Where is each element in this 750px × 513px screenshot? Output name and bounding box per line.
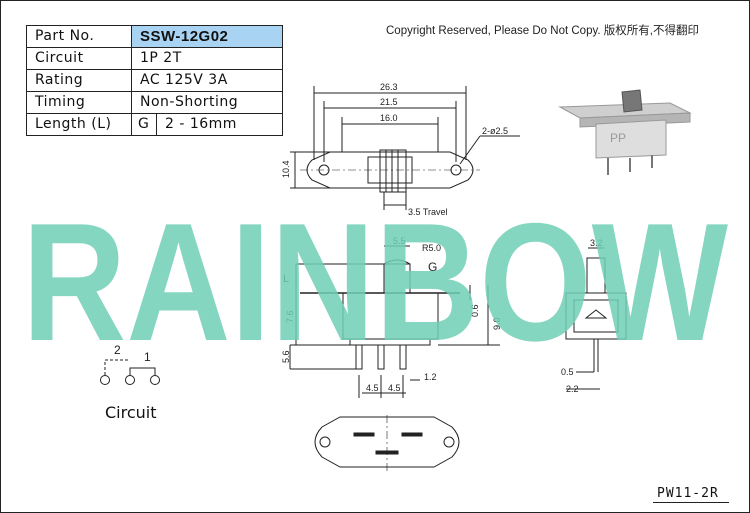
copyright-notice: Copyright Reserved, Please Do Not Copy. …	[386, 25, 699, 37]
pin-left	[355, 344, 363, 370]
dim-2-2: 2.2	[566, 384, 579, 394]
rating-label: Rating	[26, 69, 132, 92]
side-view-base	[349, 338, 431, 346]
bottom-slot-left	[353, 432, 375, 437]
pin-middle	[377, 344, 385, 370]
dim-body: 16.0	[380, 113, 398, 123]
dim-overall: 26.3	[380, 82, 398, 92]
spec-row-length: Length (L) G 2 - 16mm	[26, 113, 283, 136]
spec-row-circuit: Circuit 1P 2T	[26, 47, 283, 70]
dim-holes: 21.5	[380, 97, 398, 107]
dim-hole-dia: 2-ø2.5	[482, 126, 508, 136]
dim-knob: 5.5	[393, 236, 406, 246]
circuit-pin-b	[125, 375, 135, 385]
dim-1-2: 1.2	[424, 372, 437, 382]
dim-0-6: 0.6	[470, 304, 480, 317]
bottom-view	[314, 415, 460, 472]
pin-right	[399, 344, 407, 370]
spec-row-rating: Rating AC 125V 3A	[26, 69, 283, 92]
model-code-underline	[653, 502, 729, 503]
bottom-slot-right	[401, 432, 423, 437]
label-l: L	[283, 273, 289, 285]
end-view-actuator	[586, 257, 606, 294]
product-photo: PP	[558, 89, 692, 175]
dim-pitch-2: 4.5	[388, 383, 401, 393]
dim-3-2: 3.2	[590, 238, 603, 248]
spec-row-timing: Timing Non-Shorting	[26, 91, 283, 114]
circuit-pin-c	[150, 375, 160, 385]
circuit-caption: Circuit	[105, 403, 157, 422]
top-view-knob	[379, 149, 407, 193]
dim-travel: 3.5 Travel	[408, 207, 448, 217]
side-view-knob-top	[383, 259, 411, 265]
bottom-hole-right	[443, 436, 455, 448]
spec-table: Part No. SSW-12G02 Circuit 1P 2T Rating …	[26, 25, 283, 136]
rating-value: AC 125V 3A	[131, 69, 283, 92]
end-view: 3.2 0.5 2.2	[561, 238, 627, 394]
label-g: G	[428, 260, 437, 274]
circuit-value: 1P 2T	[131, 47, 283, 70]
dim-5-6: 5.6	[281, 350, 291, 363]
dim-height: 10.4	[281, 160, 291, 178]
dim-radius: R5.0	[422, 243, 441, 253]
spec-row-part-no: Part No. SSW-12G02	[26, 25, 283, 48]
dim-7-6: 7.6	[285, 310, 295, 323]
length-value: 2 - 16mm	[156, 113, 283, 136]
side-view-body	[342, 292, 439, 340]
timing-label: Timing	[26, 91, 132, 114]
circuit-pin-a	[100, 375, 110, 385]
top-view: 26.3 21.5 16.0 10.4 2-ø2.5 3.5 Travel	[281, 82, 520, 217]
bottom-hole-left	[319, 436, 331, 448]
side-view-actuator	[383, 263, 411, 294]
dim-9-0: 9.0	[492, 317, 502, 330]
dim-pitch-1: 4.5	[366, 383, 379, 393]
end-view-body	[565, 292, 627, 340]
circuit-pin-2-label: 2	[114, 343, 121, 357]
top-view-plate	[306, 151, 474, 189]
dim-0-5: 0.5	[561, 367, 574, 377]
bottom-view-plate	[314, 416, 460, 468]
circuit-pin-1-label: 1	[144, 350, 151, 364]
circuit-diagram: 2 1	[100, 343, 160, 385]
end-view-inner	[573, 299, 619, 333]
side-view: 5.5 R5.0 G L 7.6 5.6 0.6 9.0 4.5 4.5 1.2	[281, 236, 502, 398]
top-view-slider	[367, 156, 413, 184]
model-code: PW11-2R	[657, 486, 719, 501]
photo-mark: PP	[610, 131, 626, 145]
